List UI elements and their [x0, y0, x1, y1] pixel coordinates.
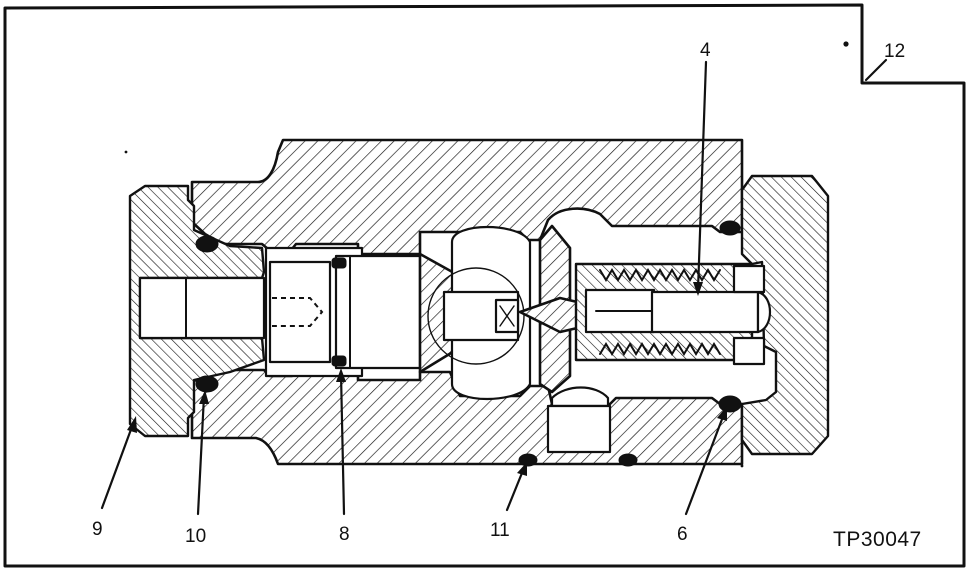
spring-coils-top	[599, 268, 721, 282]
poppet-x-mark	[499, 305, 515, 327]
housing-outline	[3, 3, 966, 568]
lock-nut	[732, 264, 766, 294]
callout-9: 9	[92, 519, 103, 540]
ball-check-lower	[550, 386, 610, 408]
reference-dot	[124, 150, 128, 154]
right-end-cap	[740, 174, 830, 456]
o-ring-11-left	[518, 453, 538, 467]
spool	[334, 254, 422, 370]
leader-4	[696, 60, 708, 292]
callout-12: 12	[884, 41, 905, 62]
valve-body-upper	[190, 138, 744, 256]
o-ring-11-right	[618, 453, 638, 467]
callout-8: 8	[339, 524, 350, 545]
leader-8-arrow	[336, 368, 346, 382]
callout-4: 4	[700, 40, 711, 61]
o-ring-6-top	[719, 220, 741, 236]
leader-6-arrow	[717, 406, 727, 421]
leader-6	[684, 412, 726, 516]
leader-8	[339, 372, 346, 516]
figure-id-label: TP30047	[833, 528, 922, 551]
callout-6: 6	[677, 524, 688, 545]
poppet-ball-guide	[427, 267, 525, 365]
leader-9-arrow	[127, 416, 137, 433]
o-ring-8-bottom	[331, 355, 347, 367]
adjuster-tip	[756, 290, 771, 334]
lock-nut-lower	[732, 336, 766, 366]
pilot-pin	[272, 297, 324, 327]
spring-coils-bottom	[599, 342, 721, 356]
leader-11	[505, 466, 526, 512]
reference-dot	[843, 41, 849, 47]
leader-10	[196, 394, 206, 516]
leader-12	[864, 58, 888, 82]
left-cap-port	[138, 276, 266, 340]
callout-10: 10	[185, 526, 206, 547]
leader-10-arrow	[199, 390, 209, 404]
leader-9	[100, 422, 135, 510]
leader-4-arrow	[693, 282, 703, 296]
o-ring-6-bottom	[718, 395, 742, 413]
lower-bore	[546, 404, 612, 454]
callout-11: 11	[490, 520, 510, 541]
o-ring-8-top	[331, 257, 347, 269]
leader-11-arrow	[517, 462, 527, 476]
o-ring-10-top	[195, 235, 219, 253]
o-ring-10-bottom	[195, 375, 219, 393]
sleeve-inner	[268, 260, 332, 364]
adjuster-body	[650, 290, 760, 334]
